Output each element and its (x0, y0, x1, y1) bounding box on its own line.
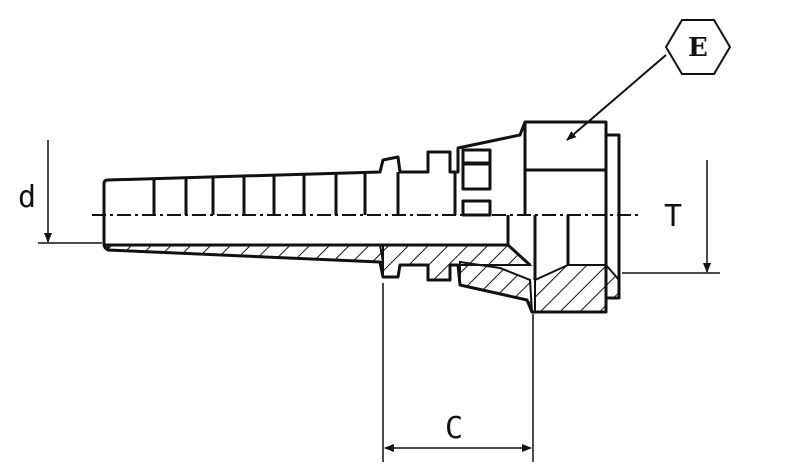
label-c: C (445, 411, 463, 446)
dimension-t (622, 160, 720, 274)
dimension-c (382, 283, 534, 462)
label-d: d (18, 180, 36, 215)
hex-callout (566, 19, 732, 141)
dimension-d (38, 140, 102, 244)
label-e: E (688, 33, 708, 63)
section-hatching (107, 244, 620, 313)
label-t: T (664, 199, 682, 234)
